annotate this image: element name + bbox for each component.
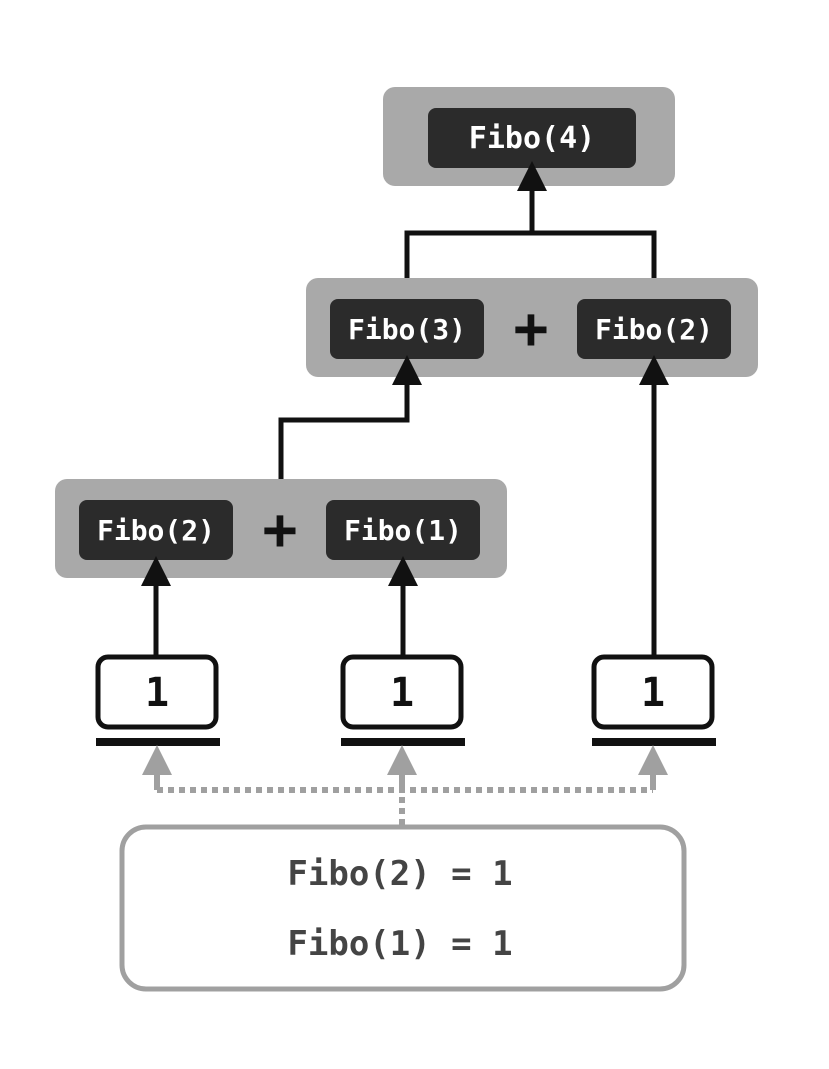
note-line-fibo-1: Fibo(1) = 1 <box>287 924 512 964</box>
fibo-2-label-level-1: Fibo(2) <box>595 313 713 346</box>
tree-connectors <box>141 161 669 655</box>
base-case-value: 1 <box>641 670 665 716</box>
fibo-2-label-level-2: Fibo(2) <box>97 514 215 547</box>
base-case-box <box>591 654 715 730</box>
base-case-1: 1 <box>95 654 220 746</box>
base-case-underline <box>592 738 716 746</box>
fibo-2-node-level-1 <box>577 299 731 359</box>
base-case-underline <box>96 738 220 746</box>
base-case-underline <box>341 738 465 746</box>
fibo-1-node-level-2 <box>326 500 480 560</box>
arrow-to-fibo-3 <box>278 355 422 479</box>
level-1-group: Fibo(3) + Fibo(2) <box>306 278 758 377</box>
base-case-box <box>95 654 219 730</box>
base-case-2: 1 <box>340 654 465 746</box>
base-case-value: 1 <box>145 670 169 716</box>
base-case-value: 1 <box>390 670 414 716</box>
level-0-group: Fibo(4) <box>383 87 675 186</box>
fibo-4-label: Fibo(4) <box>469 121 595 156</box>
fibo-3-label: Fibo(3) <box>348 313 466 346</box>
fibo-1-label-level-2: Fibo(1) <box>344 514 462 547</box>
level-2-group: Fibo(2) + Fibo(1) <box>55 479 507 578</box>
note-box <box>119 824 687 992</box>
base-case-note: Fibo(2) = 1 Fibo(1) = 1 <box>119 824 687 992</box>
note-line-fibo-2: Fibo(2) = 1 <box>287 854 512 894</box>
plus-operator-level-1: + <box>514 294 549 362</box>
fibo-4-node <box>428 108 636 168</box>
note-dotted-arrows <box>142 745 668 825</box>
fibo-3-node <box>330 299 484 359</box>
connector-level-1-bracket <box>404 230 657 278</box>
fibo-2-node-level-2 <box>79 500 233 560</box>
base-case-box <box>340 654 464 730</box>
base-case-3: 1 <box>591 654 716 746</box>
plus-operator-level-2: + <box>263 495 298 563</box>
